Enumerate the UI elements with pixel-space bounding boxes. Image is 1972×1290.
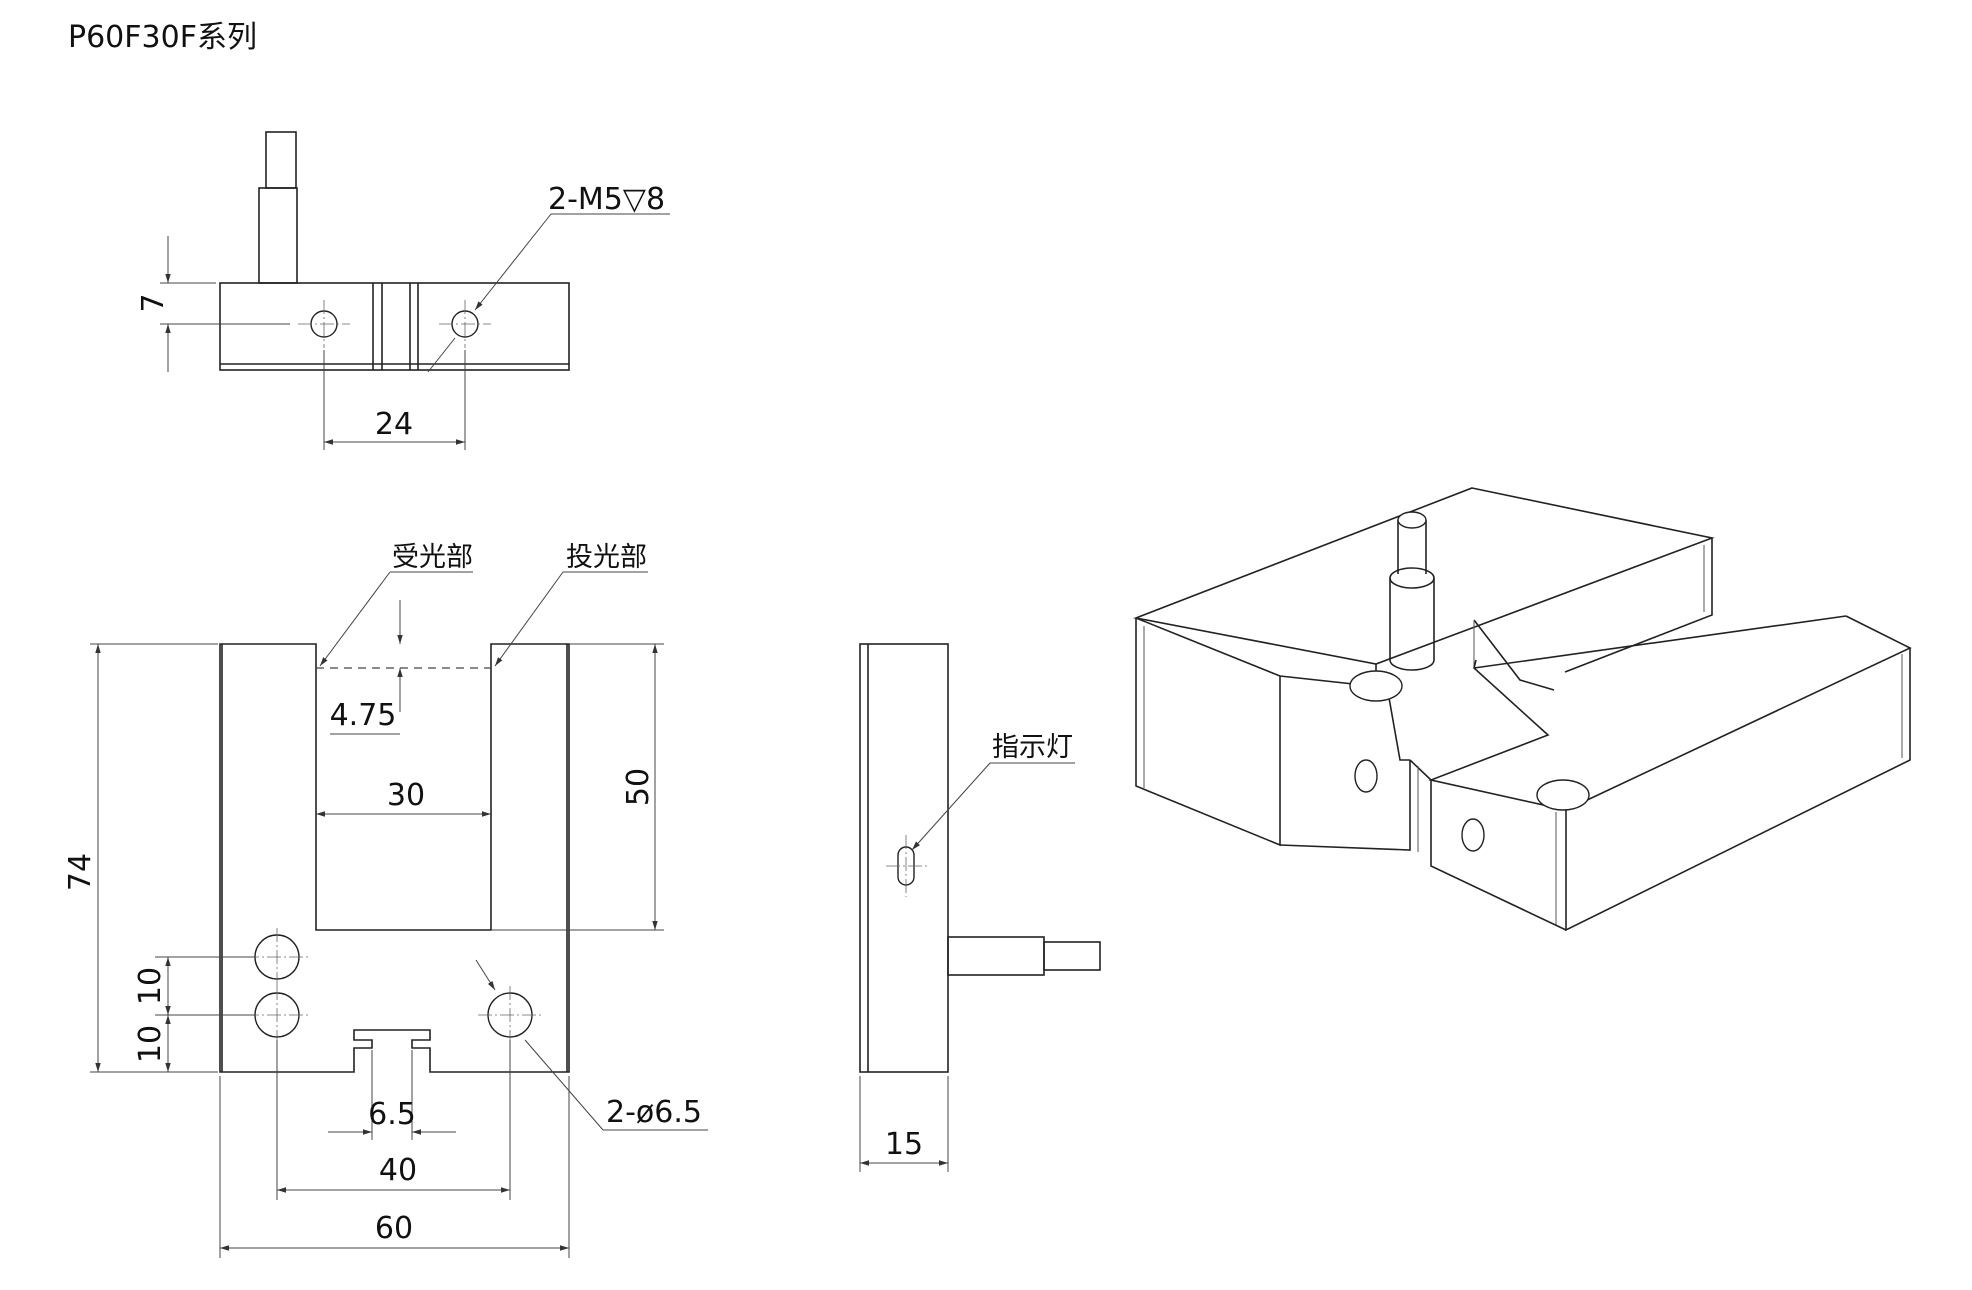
indicator-label: 指示灯	[992, 732, 1073, 763]
receiver-label: 受光部	[392, 542, 473, 573]
dim-6-5-lines	[328, 1050, 456, 1140]
emitter-label: 投光部	[566, 542, 647, 573]
dim-24-lines	[323, 350, 466, 450]
hole-callout-text: 2-M5▽8	[548, 182, 665, 217]
iso-hole-top-left	[1349, 670, 1403, 702]
hole-callout-front-text: 2-ø6.5	[606, 1095, 702, 1130]
hole-callout-leader	[427, 213, 670, 373]
dim-10-lines	[155, 956, 255, 1072]
mount-hole-lower-left	[245, 986, 309, 1044]
side-view-body	[859, 643, 949, 1073]
indicator-light	[886, 835, 930, 897]
dim-40-lines	[276, 1040, 511, 1200]
dim-74-text: 74	[63, 853, 98, 891]
iso-hole-top-right	[1536, 779, 1590, 811]
dim-40-text: 40	[379, 1153, 417, 1188]
side-cable-end	[1043, 941, 1101, 971]
dim-24-text: 24	[375, 407, 413, 442]
dim-10-upper-text: 10	[133, 967, 168, 1005]
top-view: 2-M5▽8 7 24	[136, 131, 670, 450]
dim-7-text: 7	[136, 293, 171, 312]
m5-hole-right	[439, 300, 491, 348]
dim-30-text: 30	[387, 778, 425, 813]
dim-10-lower-text: 10	[133, 1025, 168, 1063]
isometric-view	[1133, 487, 1912, 932]
dim-50-text: 50	[621, 768, 656, 806]
indicator-leader	[911, 762, 1075, 851]
hole-callout-leader-front	[475, 959, 708, 1131]
iso-cable	[1389, 511, 1435, 671]
dim-60-text: 60	[375, 1211, 413, 1246]
iso-hole-side-left	[1354, 759, 1378, 793]
dim-60-lines	[219, 1076, 570, 1258]
m5-hole-left	[298, 300, 350, 348]
dim-50-lines	[491, 643, 664, 931]
cable-sleeve	[258, 187, 298, 284]
dim-15-lines	[859, 1076, 949, 1172]
top-view-body	[219, 282, 570, 371]
side-view: 指示灯 15	[859, 643, 1101, 1172]
dim-4-75-text: 4.75	[330, 698, 397, 733]
page-title: P60F30F系列	[68, 20, 257, 55]
side-cable-sleeve	[947, 936, 1045, 976]
dim-7-lines	[160, 236, 290, 372]
front-view: 受光部 投光部 4.75 30 50 74	[63, 542, 708, 1258]
dim-6-5-text: 6.5	[368, 1097, 416, 1132]
receiver-leader	[319, 571, 473, 667]
iso-hole-side-right	[1461, 818, 1485, 852]
emitter-leader	[494, 571, 648, 667]
cable-end	[265, 131, 297, 189]
dim-74-lines	[90, 643, 218, 1073]
mount-hole-lower-right	[478, 986, 542, 1044]
dim-15-text: 15	[885, 1127, 923, 1162]
front-view-outline	[219, 643, 570, 1073]
dim-4-75-lines	[330, 600, 403, 735]
